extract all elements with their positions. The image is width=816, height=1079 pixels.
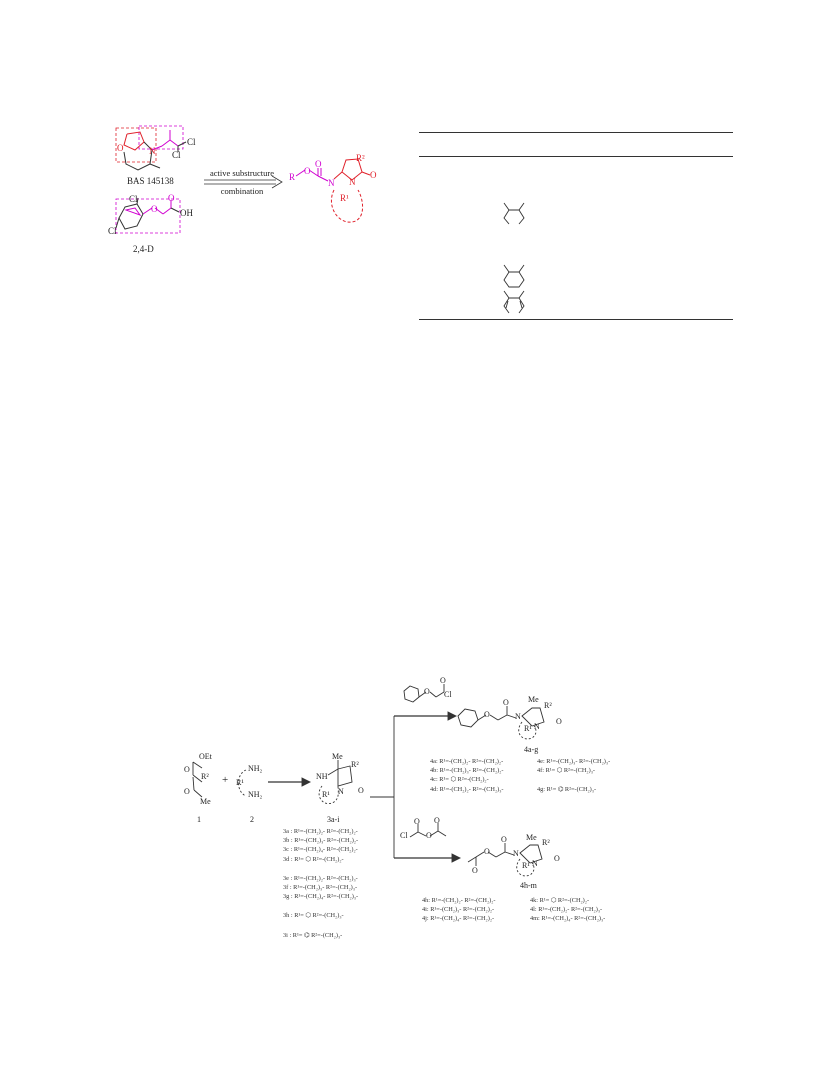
atom-o: O (501, 835, 507, 844)
entry: 4g: R¹= ⌬ R²=-(CH₂)₃- (537, 785, 597, 793)
entry: 3a : R¹=-(CH₂)₂- R²=-(CH₂)₂- (283, 828, 358, 835)
entry: 3c : R¹=-(CH₂)₄- R²=-(CH₂)₂- (283, 846, 358, 854)
atom-n: N (328, 178, 335, 188)
atom-o: O (168, 193, 175, 203)
compound-4a-g-entries-right: 4e: R¹=-(CH₂)₃- R²=-(CH₂)₃- 4f: R¹= ⬡ R²… (537, 757, 610, 794)
entry: 4l: R¹=-(CH₂)₂- R²=-(CH₂)₃- (530, 906, 603, 914)
atom-o: O (556, 717, 562, 726)
atom-cl: Cl (108, 226, 117, 236)
table-bottom-rule (419, 319, 733, 320)
atom-me: Me (200, 797, 211, 806)
atom-cl: Cl (129, 194, 138, 204)
atom-n: N (534, 722, 540, 731)
atom-cl: Cl (444, 690, 452, 699)
atom-me: Me (526, 833, 537, 842)
atom-r1: R¹ (522, 861, 530, 870)
entry: 3d : R¹= ⬡ R²=-(CH₂)₂- (283, 855, 344, 863)
atom-o: O (484, 847, 490, 856)
atom-o: O (184, 787, 190, 796)
entry: 4i: R¹=-(CH₂)₃- R²=-(CH₂)₂- (422, 906, 495, 914)
2-4-d-label: 2,4-D (133, 244, 154, 254)
compound-4h-m-label: 4h-m (520, 881, 537, 890)
atom-r2: R² (544, 701, 552, 710)
atom-o: O (414, 817, 420, 826)
atom-nh2: NH₂ (248, 764, 263, 773)
arrow-label-active-substructure: active substructure (210, 168, 274, 178)
atom-o: O (440, 676, 446, 685)
compound-3-label: 3a-i (327, 815, 340, 824)
entry: 3g : R¹=-(CH₂)₄- R²=-(CH₂)₃- (283, 893, 359, 901)
entry: 4m: R¹=-(CH₂)₄- R²=-(CH₂)₃- (530, 915, 606, 923)
atom-cl: Cl (187, 137, 196, 147)
compound-4a-g-entries-left: 4a: R¹=-(CH₂)₂- R²=-(CH₂)₂- 4b: R¹=-(CH₂… (430, 757, 504, 794)
compound-4h-m-entries-left: 4h: R¹=-(CH₂)₂- R²=-(CH₂)₂- 4i: R¹=-(CH₂… (422, 896, 496, 924)
entry: 4h: R¹=-(CH₂)₂- R²=-(CH₂)₂- (422, 897, 496, 904)
entry: 3e : R¹=-(CH₂)₂- R²=-(CH₂)₃- (283, 874, 358, 882)
compound-4a-g-label: 4a-g (524, 745, 539, 754)
atom-o: O (358, 786, 364, 795)
atom-r1: R¹ (340, 193, 349, 203)
entry: 3i : R¹= ⌬ R²=-(CH₂)₃- (283, 931, 343, 939)
atom-oet: OEt (199, 752, 212, 761)
entry (537, 775, 610, 784)
entry: 3h : R¹= ⬡ R²=-(CH₂)₃- (283, 912, 344, 920)
atom-cl: Cl (400, 831, 408, 840)
atom-n: N (149, 146, 156, 156)
entry: 4a: R¹=-(CH₂)₂- R²=-(CH₂)₂- (430, 758, 504, 765)
atom-o: O (117, 143, 124, 153)
atom-r1: R¹ (322, 790, 330, 799)
entry: 4e: R¹=-(CH₂)₃- R²=-(CH₂)₃- (537, 758, 611, 765)
entry: 3b : R¹=-(CH₂)₃- R²=-(CH₂)₂- (283, 837, 359, 845)
atom-r2: R² (356, 153, 365, 163)
atom-o: O (370, 170, 377, 180)
atom-n: N (515, 712, 521, 721)
atom-o: O (472, 866, 478, 875)
atom-o: O (424, 687, 430, 696)
atom-n: N (349, 177, 356, 187)
bas-145138-label: BAS 145138 (127, 176, 174, 186)
arrow-label-combination: combination (220, 186, 264, 196)
atom-o: O (554, 854, 560, 863)
atom-o: O (315, 159, 322, 169)
table-header-rule (419, 156, 733, 157)
atom-n: N (532, 859, 538, 868)
atom-o: O (484, 710, 490, 719)
atom-nh: NH (316, 772, 328, 781)
atom-r: R (289, 172, 296, 182)
atom-o: O (434, 816, 440, 825)
atom-o: O (184, 765, 190, 774)
entry: 4d: R¹=-(CH₂)₂- R²=-(CH₂)₃- (430, 785, 504, 793)
atom-o: O (151, 204, 158, 214)
entry: 4b: R¹=-(CH₂)₃- R²=-(CH₂)₂- (430, 767, 504, 775)
atom-r2: R² (542, 838, 550, 847)
entry: 4c: R¹= ⬡ R²=-(CH₂)₂- (430, 776, 489, 784)
entry: 4k: R¹= ⬡ R²=-(CH₂)₂- (530, 897, 590, 904)
atom-r2: R² (351, 760, 359, 769)
compound-1-label: 1 (197, 815, 201, 824)
plus-sign: + (222, 774, 229, 786)
entry: 4f: R¹= ⬡ R²=-(CH₂)₃- (537, 767, 596, 775)
entry: 3f : R¹=-(CH₂)₃- R²=-(CH₂)₃- (283, 884, 358, 892)
atom-o: O (304, 166, 311, 176)
atom-me: Me (332, 752, 343, 761)
atom-n: N (338, 787, 344, 796)
compound-3-entries: 3a : R¹=-(CH₂)₂- R²=-(CH₂)₂- 3b : R¹=-(C… (283, 827, 358, 940)
atom-o: O (426, 831, 432, 840)
atom-nh2: NH₂ (248, 790, 263, 799)
atom-me: Me (528, 695, 539, 704)
atom-r1: R¹ (236, 778, 244, 787)
table-top-rule (419, 132, 733, 133)
atom-r2: R² (201, 772, 209, 781)
atom-cl: Cl (172, 150, 181, 160)
compound-4h-m-entries-right: 4k: R¹= ⬡ R²=-(CH₂)₂- 4l: R¹=-(CH₂)₂- R²… (530, 896, 605, 924)
entry: 4j: R¹=-(CH₂)₄- R²=-(CH₂)₂- (422, 915, 495, 923)
atom-o: O (503, 698, 509, 707)
atom-oh: OH (180, 208, 193, 218)
compound-2-label: 2 (250, 815, 254, 824)
atom-n: N (513, 849, 519, 858)
atom-r1: R¹ (524, 724, 532, 733)
